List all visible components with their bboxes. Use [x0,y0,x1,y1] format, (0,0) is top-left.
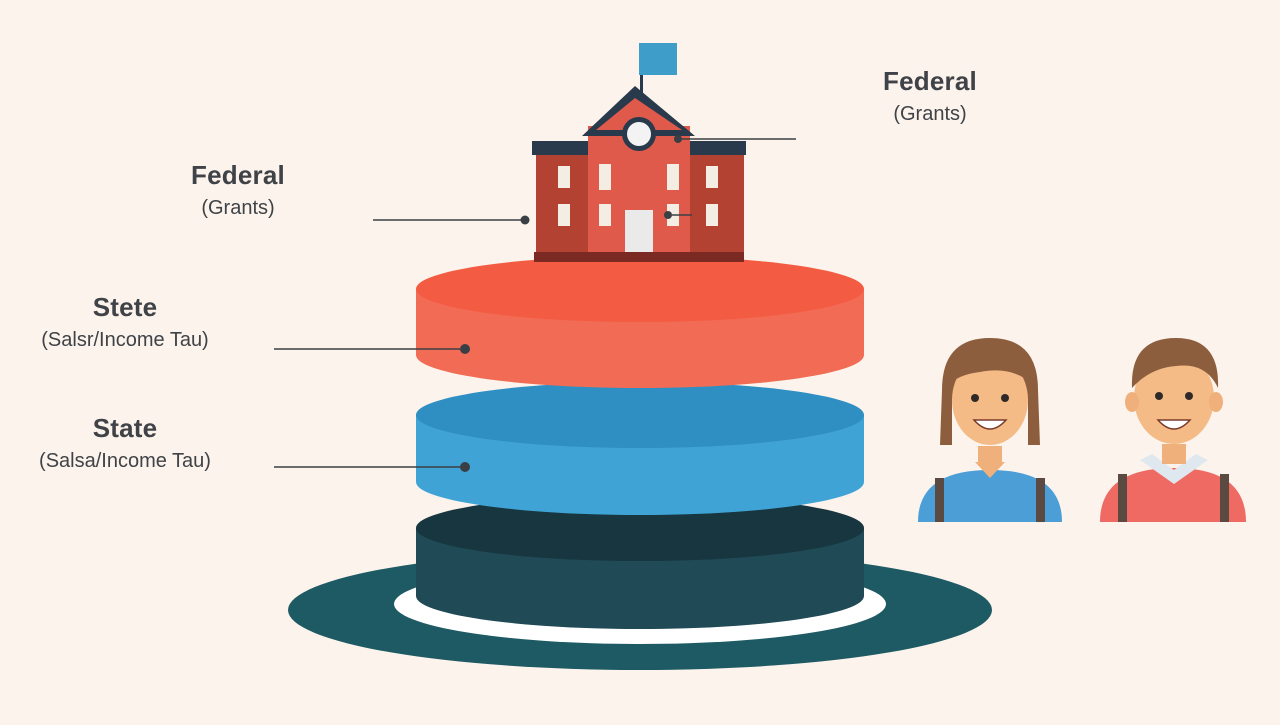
clock-icon [622,117,656,151]
label-federal-grants-right: Federal (Grants) [860,66,1000,126]
label-subtitle: (Salsr/Income Tau) [41,329,209,351]
label-subtitle: (Salsa/Income Tau) [39,450,211,472]
label-federal-grants-left: Federal (Grants) [168,160,308,220]
label-subtitle: (Grants) [201,197,275,219]
label-title: Federal [191,160,285,190]
flag-icon [639,43,677,100]
tier-middle [416,382,864,515]
school-building-icon [532,43,746,262]
label-subtitle: (Grants) [893,103,967,125]
boy-avatar-icon [1100,338,1246,522]
girl-avatar-icon [918,338,1062,522]
label-state-bottom: State (Salsa/Income Tau) [0,413,250,473]
label-title: Federal [883,66,977,96]
leader-lines [274,135,796,472]
label-title: Stete [92,292,158,322]
tier-bottom [416,495,864,629]
tier-top [416,256,864,388]
label-state-top: Stete (Salsr/Income Tau) [0,292,250,352]
label-title: State [92,413,158,443]
